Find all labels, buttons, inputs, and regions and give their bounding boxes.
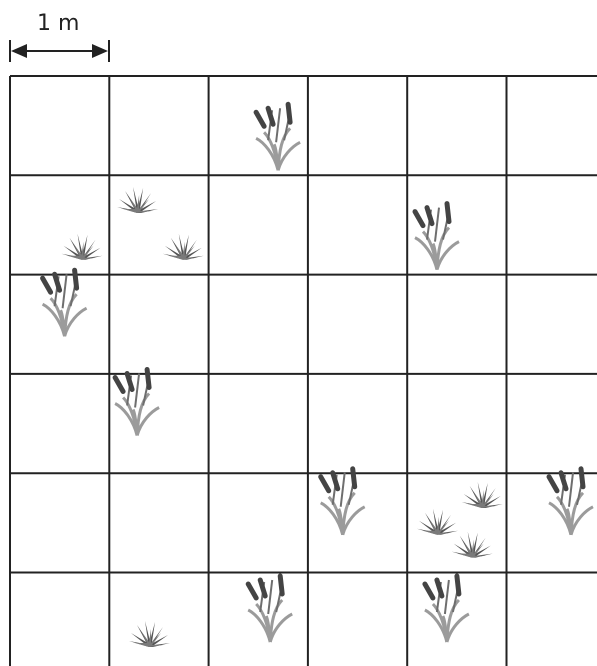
sedge-tuft-icon [462,482,503,508]
sedge-tuft-icon [62,234,103,260]
cattail-plant-icon [115,370,159,436]
scale-label: 1 m [37,11,79,36]
cattail-plant-icon [256,104,300,170]
cattail-plant-icon [321,469,365,535]
scale-bar-right-arrowhead [92,44,108,58]
sedge-tuft-icon [452,532,493,558]
sedge-tuft-icon [417,509,458,535]
sedge-tuft-icon [163,234,204,260]
cattail-plant-icon [425,576,469,642]
sedge-tuft-icon [129,621,170,647]
cattail-plant-icon [415,204,459,270]
cattail-plant-icon [248,576,292,642]
quadrat-grid [10,76,597,666]
plant-layer [43,104,593,647]
sedge-tuft-icon [117,187,158,213]
cattail-plant-icon [43,270,87,336]
scale-bar: 1 m [10,11,109,62]
scale-bar-left-arrowhead [11,44,27,58]
cattail-plant-icon [549,469,593,535]
